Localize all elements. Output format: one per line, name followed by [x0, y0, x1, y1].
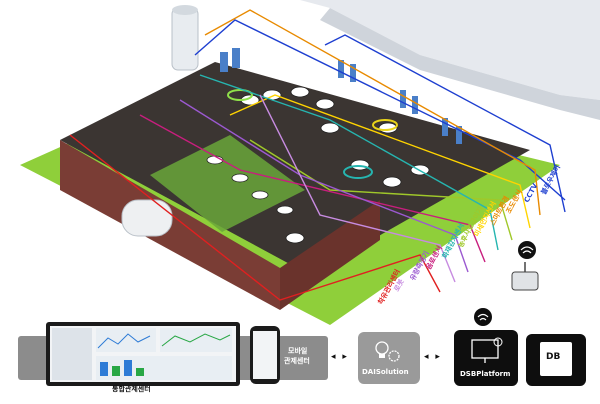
- db-node: DB: [526, 334, 586, 386]
- dsb-platform-node: DSBPlatform: [454, 330, 518, 386]
- feed-silo: [171, 7, 199, 71]
- barn-roof-shadow: [320, 8, 600, 120]
- gateway-device: [511, 271, 539, 291]
- feed-lane: [150, 135, 305, 232]
- lightbulb-gear-icon: [375, 341, 400, 362]
- db-icon: DB: [540, 342, 572, 376]
- milking-stalls: [220, 48, 462, 144]
- dsb-platform-label: DSBPlatform: [460, 370, 511, 378]
- mobile-label-line2: 관제센터: [284, 357, 310, 365]
- arrow-left-right: ◂ ▸: [331, 352, 349, 362]
- control-center-monitor: [46, 322, 240, 386]
- arrow-left-right-2: ◂ ▸: [424, 352, 442, 362]
- robot-zones: [227, 89, 398, 179]
- mobile-label-line1: 모바일: [288, 347, 308, 355]
- control-center-label: 통합관제센터: [112, 385, 151, 393]
- barn-roof: [300, 0, 600, 100]
- wifi-icon-2: [477, 313, 489, 321]
- db-label: DB: [546, 352, 561, 362]
- wifi-badge: [474, 308, 492, 326]
- phone-screen: [253, 331, 277, 379]
- dashboard-graphic: [52, 328, 232, 380]
- dai-solution-node: DAISolution: [358, 332, 420, 384]
- gateway-wifi-badge: [518, 241, 536, 259]
- dai-solution-label: DAISolution: [362, 368, 409, 376]
- silo-top: [172, 5, 198, 15]
- mobile-phone: [250, 326, 280, 384]
- platform-computer-icon: [471, 337, 503, 363]
- sensor-wires: [69, 9, 566, 301]
- barn-side-wall: [280, 200, 380, 310]
- milk-tank: [121, 199, 173, 237]
- wifi-icon: [520, 246, 534, 254]
- dashboard-screen: [50, 326, 236, 382]
